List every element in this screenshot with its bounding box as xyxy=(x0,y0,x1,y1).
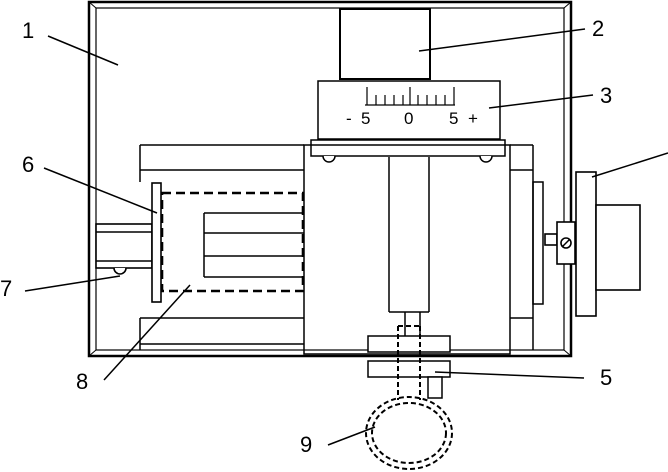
callout-5: 5 xyxy=(600,365,612,390)
scale-plus-label: + xyxy=(468,109,478,128)
right-drive-unit xyxy=(544,171,641,317)
left-base-plate xyxy=(139,144,304,350)
vertical-rod xyxy=(388,157,430,313)
scale-zero-label: 0 xyxy=(404,109,413,128)
callout-6: 6 xyxy=(22,152,34,177)
motor-box xyxy=(339,8,431,80)
central-block xyxy=(303,144,511,355)
callout-3: 3 xyxy=(600,83,612,108)
callout-7: 7 xyxy=(0,276,12,301)
specimen-blocks xyxy=(203,212,304,278)
scale-plus-five-label: 5 xyxy=(449,109,458,128)
scale-minus-five-label: 5 xyxy=(361,109,370,128)
scale-minus-label: - xyxy=(346,109,352,128)
mounting-plate xyxy=(310,139,506,163)
outer-housing xyxy=(87,0,573,358)
scale-gauge xyxy=(317,80,501,140)
bottom-clamps xyxy=(367,312,451,399)
callout-2: 2 xyxy=(592,16,604,41)
callout-1: 1 xyxy=(22,18,34,43)
callout-9: 9 xyxy=(300,432,312,457)
dashed-stem-ring xyxy=(365,325,453,470)
dashed-region xyxy=(160,191,305,293)
callout-8: 8 xyxy=(76,369,88,394)
leader-lines xyxy=(24,28,668,446)
right-support xyxy=(510,144,544,350)
